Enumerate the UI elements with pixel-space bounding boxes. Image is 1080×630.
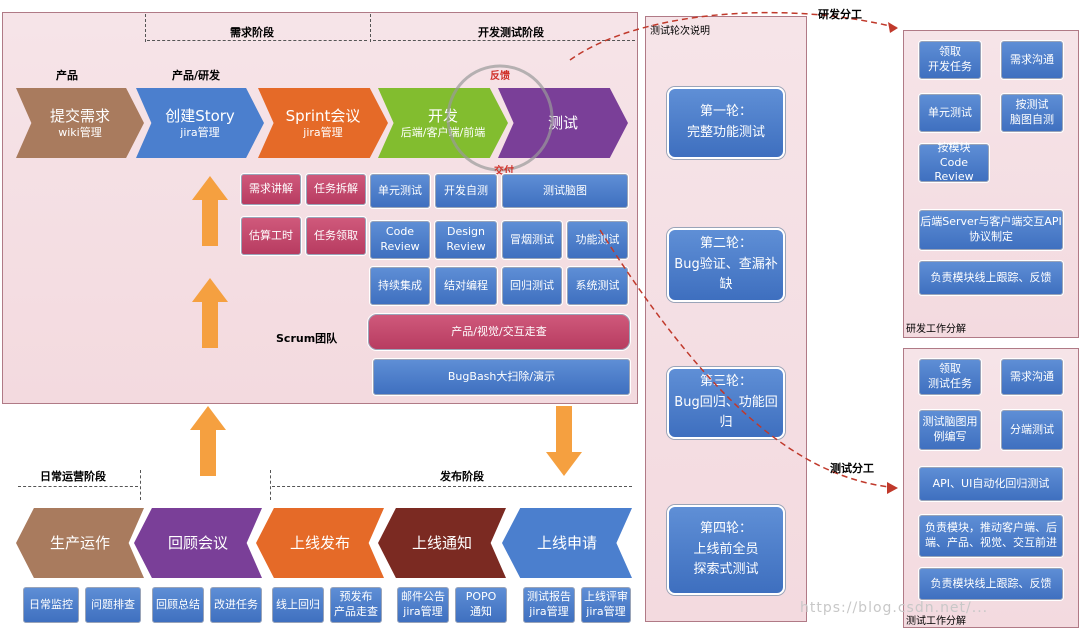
flow-submit-requirement-subtitle: wiki管理 [58,125,102,139]
flow-test-title: 测试 [547,113,578,132]
test-item-requirement-comm: 需求沟通 [1000,358,1064,396]
flow-develop-title: 开发 [427,106,458,125]
up-arrow-3 [190,406,226,476]
phase-label-daily-ops: 日常运营阶段 [40,470,106,483]
dev-box-code-review: Code Review [369,220,431,260]
dev-box-test-mindmap: 测试脑图 [501,173,629,209]
test-round-2: 第二轮： Bug验证、查漏补缺 [667,228,785,302]
phase-label-release: 发布阶段 [440,470,484,483]
dev-box-unit-test: 单元测试 [369,173,431,209]
walkthrough-box: 产品/视觉/交互走查 [367,313,631,351]
flow-develop: 开发后端/客户端/前端 [378,88,508,158]
flow-develop-subtitle: 后端/客户端/前端 [400,125,486,139]
flow-production-title: 生产运作 [49,533,110,552]
phase-divider-3 [140,470,141,500]
dev-item-mindmap-self-test: 按测试 脑图自测 [1000,93,1064,133]
request-box-report: 测试报告 jira管理 [522,586,576,624]
flow-release-notice-title: 上线通知 [411,533,472,552]
test-item-automation: API、UI自动化回归测试 [918,466,1064,502]
test-round-3: 第三轮： Bug回归、功能回归 [667,367,785,439]
up-arrow-2 [192,278,228,348]
dev-box-regression: 回归测试 [501,266,563,306]
division-connectors [569,11,899,494]
test-division-footer: 测试工作分解 [906,616,966,627]
flow-test: 测试 [498,88,628,158]
scrum-team-label: Scrum团队 [276,332,338,345]
dev-item-claim-task: 领取 开发任务 [918,40,982,80]
flow-sprint-meeting-title: Sprint会议 [285,106,361,125]
feedback-cycle [446,64,554,172]
phase-line-dev-test [373,40,635,41]
ops-box-monitoring: 日常监控 [22,586,80,624]
bugbash-box: BugBash大扫除/演示 [372,358,631,396]
test-round-1: 第一轮： 完整功能测试 [667,87,785,159]
dev-division-footer: 研发工作分解 [906,324,966,335]
dev-box-design-review: Design Review [434,220,498,260]
dev-item-api-protocol: 后端Server与客户端交互API 协议制定 [918,209,1064,251]
retro-box-summary: 回顾总结 [151,586,205,624]
flow-create-story-subtitle: jira管理 [180,125,220,139]
dev-box-pair-programming: 结对编程 [434,266,498,306]
flow-release-request-title: 上线申请 [536,533,597,552]
task-box-estimate: 估算工时 [240,216,302,256]
task-box-claim: 任务领取 [305,216,367,256]
flow-production: 生产运作 [16,508,144,578]
release-box-regression: 线上回归 [271,586,325,624]
test-item-mindmap-cases: 测试脑图用 例编写 [918,409,982,451]
notice-box-popo: POPO 通知 [454,586,508,624]
task-box-task-breakdown: 任务拆解 [305,173,367,206]
role-product: 产品 [56,69,78,82]
dev-box-smoke-test: 冒烟测试 [501,220,563,260]
down-arrow [546,406,582,476]
dev-box-system-test: 系统测试 [566,266,629,306]
flow-submit-requirement-title: 提交需求 [49,106,110,125]
dev-box-self-test: 开发自测 [434,173,498,209]
phase-line-daily-ops [18,486,138,487]
flow-create-story-title: 创建Story [165,106,235,125]
retro-box-improve: 改进任务 [209,586,263,624]
test-rounds-heading: 测试轮次说明 [650,26,710,37]
flow-release-request: 上线申请 [502,508,632,578]
test-item-claim-task: 领取 测试任务 [918,358,982,396]
phase-line-release [272,486,632,487]
task-box-requirement-explain: 需求讲解 [240,173,302,206]
cycle-feedback-label: 反馈 [490,71,510,82]
test-division-heading: 测试分工 [830,462,874,475]
dev-item-online-tracking: 负责模块线上跟踪、反馈 [918,260,1064,296]
dev-item-module-code-review: 按模块 Code Review [918,141,990,183]
dev-item-requirement-comm: 需求沟通 [1000,40,1064,80]
flow-retrospective: 回顾会议 [134,508,262,578]
flow-sprint-meeting-subtitle: jira管理 [303,125,343,139]
cycle-deliver-label: 交付 [494,166,514,177]
flow-release-notice: 上线通知 [378,508,506,578]
release-box-prerelease: 预发布 产品走查 [329,586,383,624]
phase-label-requirements: 需求阶段 [230,26,274,39]
test-item-online-tracking: 负责模块线上跟踪、反馈 [918,567,1064,601]
test-item-per-platform: 分端测试 [1000,409,1064,451]
watermark: https://blog.csdn.net/... [800,600,989,616]
notice-box-email: 邮件公告 jira管理 [396,586,450,624]
request-box-review: 上线评审 jira管理 [580,586,632,624]
phase-divider-2 [370,14,371,42]
dev-division-heading: 研发分工 [818,8,862,21]
ops-box-troubleshoot: 问题排查 [84,586,142,624]
test-round-4: 第四轮： 上线前全员 探索式测试 [667,505,785,595]
dev-item-unit-test: 单元测试 [918,93,982,133]
phase-line-requirements [147,40,367,41]
flow-release-title: 上线发布 [289,533,350,552]
test-item-drive-module: 负责模块，推动客户端、后 端、产品、视觉、交互前进 [918,514,1064,558]
flow-retrospective-title: 回顾会议 [167,533,228,552]
flow-release: 上线发布 [256,508,384,578]
dev-box-ci: 持续集成 [369,266,431,306]
phase-divider-1 [145,14,146,42]
role-product-dev: 产品/研发 [172,69,221,82]
phase-label-dev-test: 开发测试阶段 [478,26,544,39]
phase-divider-4 [270,470,271,500]
up-arrow-1 [192,176,228,246]
